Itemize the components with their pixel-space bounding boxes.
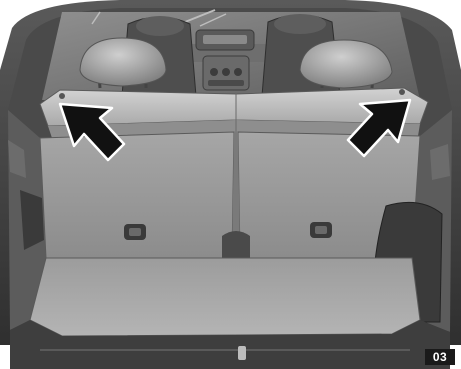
rear-seatback-left [40,132,234,258]
trunk-floor [30,258,420,336]
rear-headrest-left [80,38,166,88]
figure-label: 03 [425,349,455,365]
